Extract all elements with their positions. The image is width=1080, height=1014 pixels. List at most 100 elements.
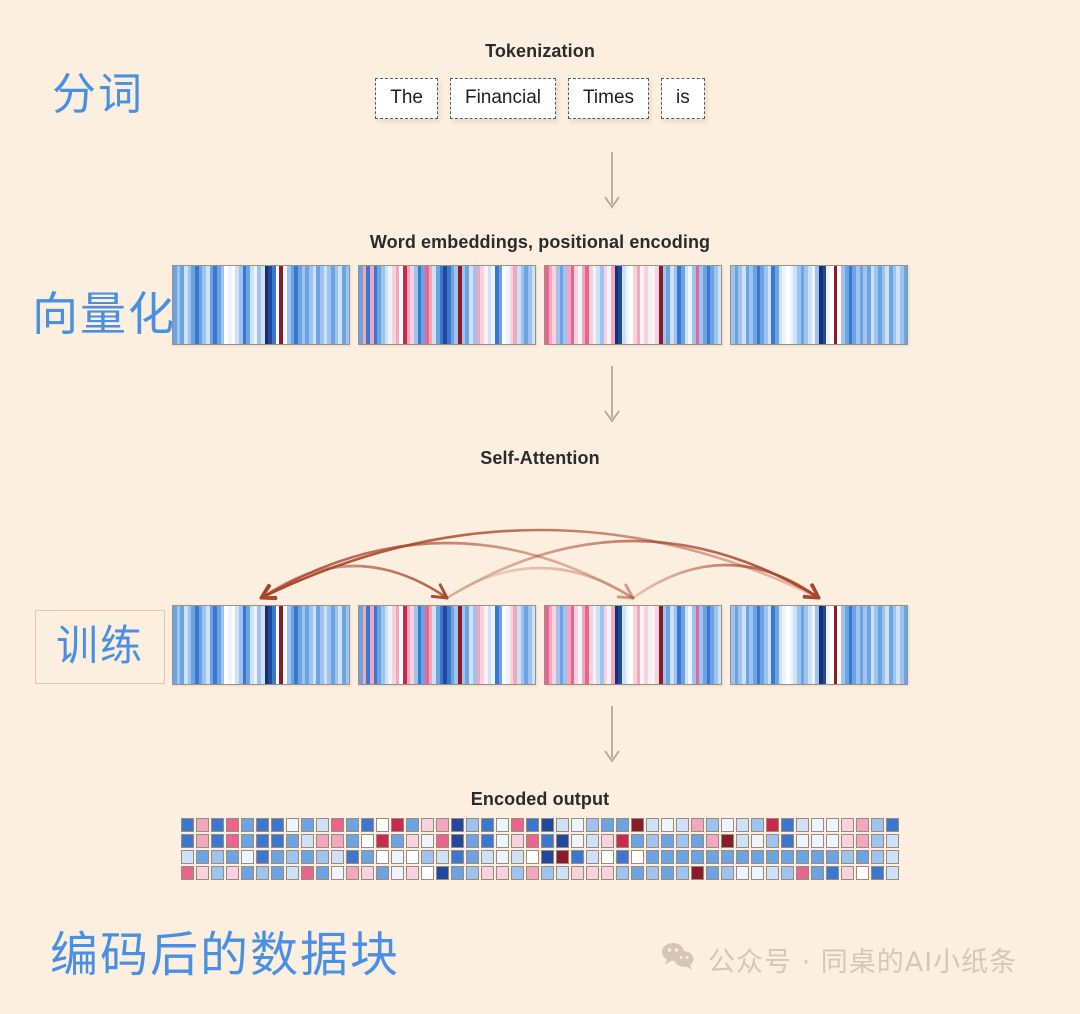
encoded-output-cell — [541, 834, 554, 848]
embedding-band — [625, 266, 630, 344]
embedding-band — [308, 266, 313, 344]
embedding-band — [786, 266, 790, 344]
encoded-output-cell — [541, 850, 554, 864]
embedding-band — [647, 606, 652, 684]
token-chip[interactable]: is — [661, 78, 705, 119]
encoded-output-cell — [706, 866, 719, 880]
embedding-band — [881, 606, 886, 684]
encoded-output-cell — [211, 834, 224, 848]
encoded-output-cell — [421, 834, 434, 848]
embedding-band — [184, 606, 188, 684]
embedding-band — [771, 606, 776, 684]
encoded-output-cell — [571, 834, 584, 848]
embedding-band — [545, 266, 549, 344]
token-chip[interactable]: Financial — [449, 78, 557, 119]
encoded-output-cell — [511, 850, 524, 864]
encoded-output-cell — [886, 866, 899, 880]
encoded-output-cell — [376, 866, 389, 880]
embedding-band — [808, 266, 812, 344]
embedding-band — [341, 606, 346, 684]
embedding-band — [738, 606, 743, 684]
encoded-output-cell — [346, 850, 359, 864]
embedding-band — [548, 266, 553, 344]
attention-arc — [259, 564, 449, 600]
embedding-band — [863, 266, 867, 344]
embedding-band — [472, 266, 477, 344]
embedding-band — [381, 606, 385, 684]
embedding-band — [235, 266, 240, 344]
embedding-band — [848, 266, 853, 344]
embedding-band — [392, 266, 396, 344]
encoded-output-cell — [856, 818, 869, 832]
embedding-band — [279, 606, 284, 684]
flow-arrow-down-icon — [596, 706, 628, 773]
embedding-band — [874, 606, 878, 684]
embedding-band — [629, 266, 634, 344]
embedding-band — [384, 266, 389, 344]
encoded-output-cell — [196, 818, 209, 832]
embedding-band — [439, 266, 444, 344]
encoded-output-cell — [406, 850, 419, 864]
embedding-band — [903, 606, 907, 684]
encoded-output-cell — [796, 818, 809, 832]
embedding-band — [316, 266, 320, 344]
encoded-output-cell — [346, 834, 359, 848]
embedding-band — [439, 606, 444, 684]
encoded-output-cell — [286, 850, 299, 864]
embedding-band — [191, 606, 196, 684]
encoded-output-cell — [241, 866, 254, 880]
embedding-band — [362, 606, 367, 684]
embedding-band — [581, 606, 586, 684]
embedding-band — [734, 606, 739, 684]
encoded-output-cell — [796, 834, 809, 848]
attention-arc — [445, 566, 635, 600]
embedding-band — [198, 606, 203, 684]
encoded-output-cell — [226, 866, 239, 880]
encoded-output-cell — [856, 850, 869, 864]
encoded-output-cell — [196, 866, 209, 880]
embedding-band — [180, 266, 185, 344]
embedding-band — [494, 606, 499, 684]
embedding-band — [556, 606, 560, 684]
embedding-band — [877, 606, 882, 684]
embedding-band — [731, 266, 735, 344]
embedding-band — [749, 606, 754, 684]
encoded-output-cell — [406, 834, 419, 848]
embedding-band — [662, 266, 667, 344]
encoded-output-cell — [181, 818, 194, 832]
encoded-output-cell — [676, 850, 689, 864]
token-chip[interactable]: Times — [568, 78, 650, 119]
encoded-output-cell — [736, 834, 749, 848]
embedding-band — [414, 606, 418, 684]
embedding-band — [491, 266, 495, 344]
embedding-band — [220, 606, 225, 684]
embedding-band — [782, 266, 787, 344]
embedding-band — [176, 606, 181, 684]
embedding-band — [290, 266, 295, 344]
embedding-band — [228, 606, 232, 684]
encoded-output-cell — [286, 834, 299, 848]
embedding-band — [513, 266, 517, 344]
encoded-output-cell — [181, 834, 194, 848]
token-chip[interactable]: The — [375, 78, 438, 119]
embedding-band — [896, 266, 900, 344]
embedding-band — [691, 606, 696, 684]
encoded-output-cell — [526, 818, 539, 832]
stage-label-encoded: 编码后的数据块 — [50, 927, 401, 983]
embedding-band — [636, 606, 641, 684]
encoded-output-cell — [406, 818, 419, 832]
embedding-band — [454, 266, 459, 344]
training-strip — [358, 605, 536, 685]
embedding-band — [822, 266, 827, 344]
encoded-output-cell — [751, 834, 764, 848]
encoded-output-cell — [766, 866, 779, 880]
embedding-band — [658, 266, 663, 344]
embedding-band — [833, 266, 838, 344]
encoded-output-cell — [496, 834, 509, 848]
encoded-output-cell — [766, 834, 779, 848]
encoded-output-cell — [691, 850, 704, 864]
embedding-band — [717, 266, 721, 344]
encoded-output-cell — [841, 834, 854, 848]
embedding-band — [384, 606, 389, 684]
embedding-band — [589, 606, 593, 684]
